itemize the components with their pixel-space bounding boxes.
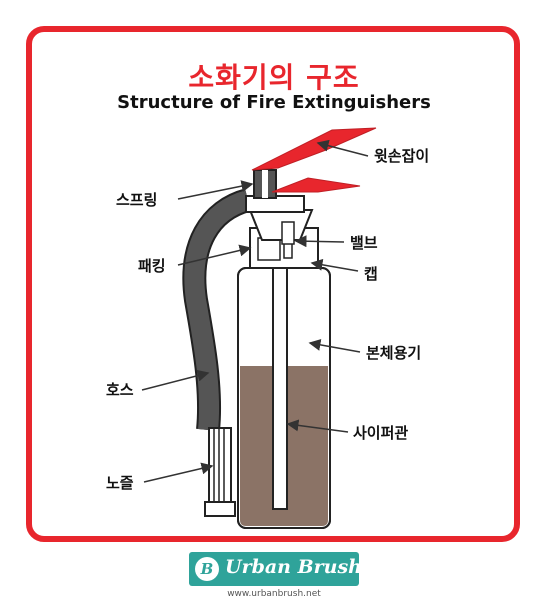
label-body: 본체용기 <box>366 344 422 362</box>
label-packing: 패킹 <box>138 257 166 275</box>
brand-url[interactable]: www.urbanbrush.net <box>227 589 321 599</box>
handle-shape <box>251 127 377 193</box>
nozzle-shape <box>204 427 236 517</box>
spring-shape <box>253 169 277 199</box>
brand-logo-icon: B <box>195 557 219 581</box>
label-cap: 캡 <box>364 265 378 283</box>
label-nozzle: 노즐 <box>106 474 134 492</box>
brand-badge[interactable]: B Urban Brush <box>189 552 362 586</box>
title-korean: 소화기의 구조 <box>188 61 360 94</box>
label-siphon: 사이퍼관 <box>353 424 409 442</box>
brand-name: Urban Brush <box>225 556 362 578</box>
siphon-tube-shape <box>272 254 288 510</box>
label-spring: 스프링 <box>116 191 158 209</box>
label-valve: 밸브 <box>350 234 378 252</box>
title-english: Structure of Fire Extinguishers <box>117 92 431 113</box>
label-hose: 호스 <box>106 381 134 399</box>
label-handle: 윗손잡이 <box>374 147 430 165</box>
